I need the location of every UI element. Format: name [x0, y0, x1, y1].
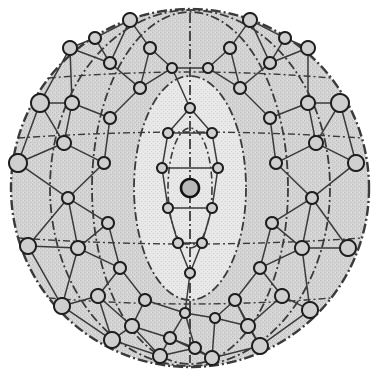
lattice-atom [104, 112, 116, 124]
lattice-atom [275, 289, 289, 303]
lattice-atom [213, 163, 223, 173]
lattice-atom [185, 268, 195, 278]
lattice-atom [270, 157, 282, 169]
lattice-atom [224, 42, 236, 54]
lattice-atom [241, 319, 255, 333]
lattice-atom [91, 289, 105, 303]
lattice-atom [205, 351, 219, 365]
lattice-atom [65, 96, 79, 110]
lattice-atom [157, 163, 167, 173]
lattice-atom [31, 94, 49, 112]
lattice-atom [279, 32, 291, 44]
lattice-atom [266, 217, 278, 229]
lattice-atom [203, 63, 213, 73]
lattice-atom [62, 192, 74, 204]
lattice-atom [167, 63, 177, 73]
lattice-atom [301, 41, 315, 55]
lattice-atom [98, 157, 110, 169]
lattice-atom [301, 96, 315, 110]
lattice-atom [153, 349, 167, 363]
lattice-atom [207, 203, 217, 213]
lattice-atom [302, 302, 318, 318]
lattice-atom [63, 41, 77, 55]
lattice-atom [9, 154, 27, 172]
lattice-atom [20, 238, 36, 254]
lattice-atom [180, 308, 190, 318]
lattice-atom [348, 155, 364, 171]
lattice-atom [89, 32, 101, 44]
lattice-atom [210, 313, 220, 323]
lattice-atom [104, 332, 120, 348]
lattice-atom [163, 128, 173, 138]
lattice-atom [71, 241, 85, 255]
lattice-atom [189, 342, 201, 354]
lattice-atom [123, 13, 137, 27]
lattice-atom [54, 298, 70, 314]
lattice-atom [207, 128, 217, 138]
lattice-atom [295, 241, 309, 255]
lattice-atom [102, 217, 114, 229]
lattice-atom [114, 262, 126, 274]
lattice-atom [264, 57, 276, 69]
lattice-atom [309, 136, 323, 150]
lattice-atom [264, 112, 276, 124]
lattice-atom [144, 42, 156, 54]
lattice-atom [139, 294, 151, 306]
lattice-atom [306, 192, 318, 204]
lattice-atom [331, 94, 349, 112]
lattice-atom [173, 238, 183, 248]
central-atom [181, 179, 199, 197]
lattice-atom [134, 82, 146, 94]
lattice-atom [229, 294, 241, 306]
lattice-atom [243, 13, 257, 27]
lattice-atom [164, 332, 176, 344]
lattice-atom [254, 262, 266, 274]
lattice-atom [125, 319, 139, 333]
lattice-atom [57, 136, 71, 150]
lattice-atom [252, 338, 268, 354]
lattice-atom [104, 57, 116, 69]
lattice-atom [234, 82, 246, 94]
lattice-atom [185, 103, 195, 113]
lattice-atom [163, 203, 173, 213]
lattice-atom [340, 240, 356, 256]
lattice-atom [197, 238, 207, 248]
